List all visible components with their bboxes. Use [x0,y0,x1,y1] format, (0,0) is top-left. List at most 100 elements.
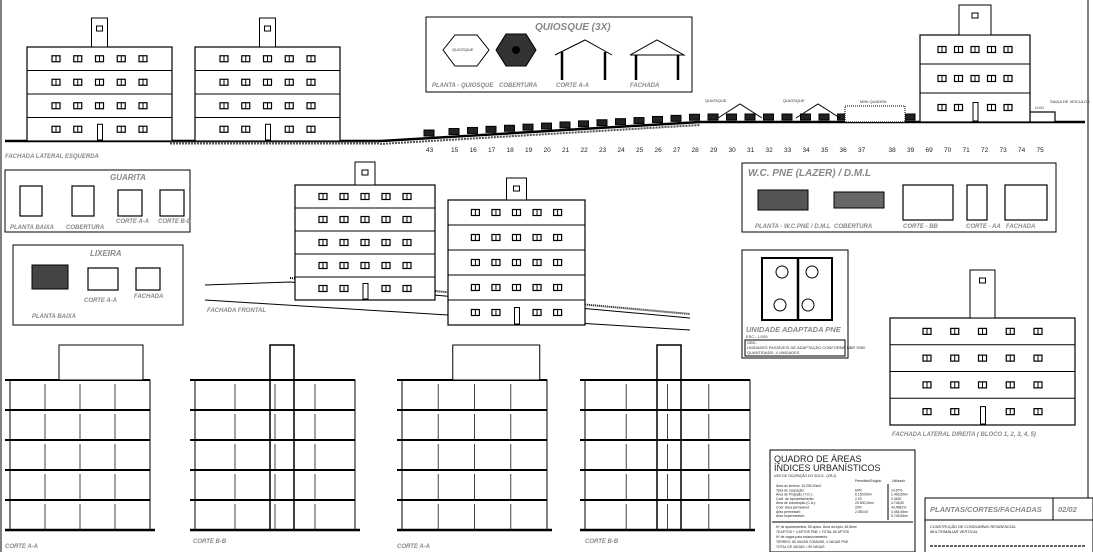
unidade-adaptada-detail: UNIDADE ADAPTADA PNE ESC.: 1/100 OBS: UN… [741,249,866,359]
view-label: COBERTURA [499,83,537,89]
kiosk-elevations: QUIOSQUE QUIOSQUE MINI QUADRA LIXO SAIDA… [705,98,1090,123]
stair-tower [969,269,996,319]
parked-car [818,113,830,121]
turning-circle [775,265,789,279]
parking-number: 72 [981,147,989,154]
table-cell: 6.150,00m² [855,493,873,497]
section-label: CORTE A-A [5,544,38,550]
parking-number: 15 [451,147,459,154]
parking-number: 25 [636,147,644,154]
entrance-door [97,123,103,141]
view-label: PLANTA - W.C.PNE / D.M.L [755,224,831,230]
table-frame [769,449,916,552]
detail-frame [12,244,184,326]
parking-number: 21 [562,147,570,154]
kiosk-roof [795,103,841,119]
lixeira-detail: LIXEIRA PLANTA BAIXA CORTE A-A FACHADA [12,244,184,326]
parking-number: 24 [618,147,626,154]
stair-core [269,344,295,531]
parked-car [670,114,682,122]
roof-box [58,344,144,381]
parked-car [689,113,700,121]
parking-number: 73 [1000,147,1008,154]
parking-number: 39 [907,147,915,154]
parking-number: 75 [1037,147,1045,154]
view-label: COBERTURA [66,225,104,231]
court-label: MINI QUADRA [860,99,887,104]
table-cell: Coef. área permeável: [776,506,810,510]
view-label: PLANTA - QUIOSQUE [432,83,494,89]
parking-number: 22 [581,147,589,154]
kiosk-roof [717,103,763,119]
parking-number: 27 [673,147,681,154]
turning-circle [801,298,815,312]
wc-section-aa [966,184,988,221]
column-header: Permitido/Exigido [855,479,881,483]
parked-car [726,113,737,121]
stair-tower [91,17,108,48]
parking-number: 26 [655,147,663,154]
table-cell: 5.745,55m² [891,514,909,518]
view-label: CORTE A-A [116,219,149,225]
note: QUANTIDADE: 4 UNIDADES [747,350,800,355]
tower-window [513,185,520,192]
tower-window [971,12,979,19]
stair-tower [958,4,992,36]
fachada-lateral-direita: FACHADA LATERAL DIREITA ( BLOCO 1, 2, 3,… [889,269,1076,438]
parking-number: 28 [692,147,700,154]
table-note: TERREO: 80 VAGAS COMUNS, 4 VAGAS PNE [776,540,849,544]
scale: ESC.: 1/100 [746,334,768,339]
parked-car [707,113,719,121]
parked-car [485,125,497,133]
parked-car [504,124,515,132]
fachada-frontal: FACHADA FRONTAL [204,161,691,331]
note: UNIDADES PASSÍVEIS DE ADAPTAÇÃO CONFORME… [747,345,866,350]
view-label: FACHADA [134,294,163,300]
parking-number: 23 [599,147,607,154]
kiosk-section [554,39,613,56]
parking-number: 35 [821,147,829,154]
elevation-label: FACHADA LATERAL ESQUERDA [5,154,99,160]
parked-car [596,119,608,127]
quadro-de-areas: QUADRO DE ÁREAS ÍNDICES URBANÍSTICOS USO… [769,449,916,552]
exit-label: SAIDA DE VEICULOS [1050,99,1090,104]
parking-number: 38 [889,147,897,154]
parking-number: 20 [544,147,552,154]
guard-plan [19,185,43,217]
parking-number: 16 [470,147,478,154]
table-cell: Coef. de Aproveitamento: [776,497,814,501]
parking-number: 19 [525,147,533,154]
view-label: PLANTA BAIXA [10,225,54,231]
view-label: FACHADA [630,83,659,89]
parking-number: 36 [840,147,848,154]
stair-tower [259,17,276,48]
kiosk-label: QUIOSQUE [783,98,805,103]
sheet-number: 02/02 [1058,505,1078,514]
view-label: COBERTURA [834,224,872,230]
kiosk-plan [442,34,490,67]
elevation-label: FACHADA FRONTAL [207,308,266,314]
table-cell: 4.454,45m² [891,510,909,514]
plan-inner-label: QUIOSQUE [452,47,474,52]
view-label: PLANTA BAIXA [32,314,76,320]
parked-car [763,113,774,121]
parked-car [652,115,663,123]
parked-car [578,120,589,128]
view-label: CORTE A-A [84,298,117,304]
parked-car [559,121,571,129]
view-label: CORTE A-A [556,83,589,89]
title-block: PLANTAS/CORTES/FACHADAS 02/02 CONSTRUÇÃO… [924,497,1093,552]
parked-car [744,113,756,121]
trash-facade [135,267,161,291]
parked-car [522,123,534,131]
wc-roof [833,191,885,209]
trash-label: LIXO [1035,105,1044,110]
wc-plan [757,189,809,211]
table-cell: 2.050,00 [855,510,868,514]
table-note: Nº de apartamentos: 80 aptos. Área do Ap… [776,525,858,529]
parking-number: 18 [507,147,515,154]
tower-window [264,25,271,32]
tower-window [361,169,369,176]
parked-car [615,118,626,126]
